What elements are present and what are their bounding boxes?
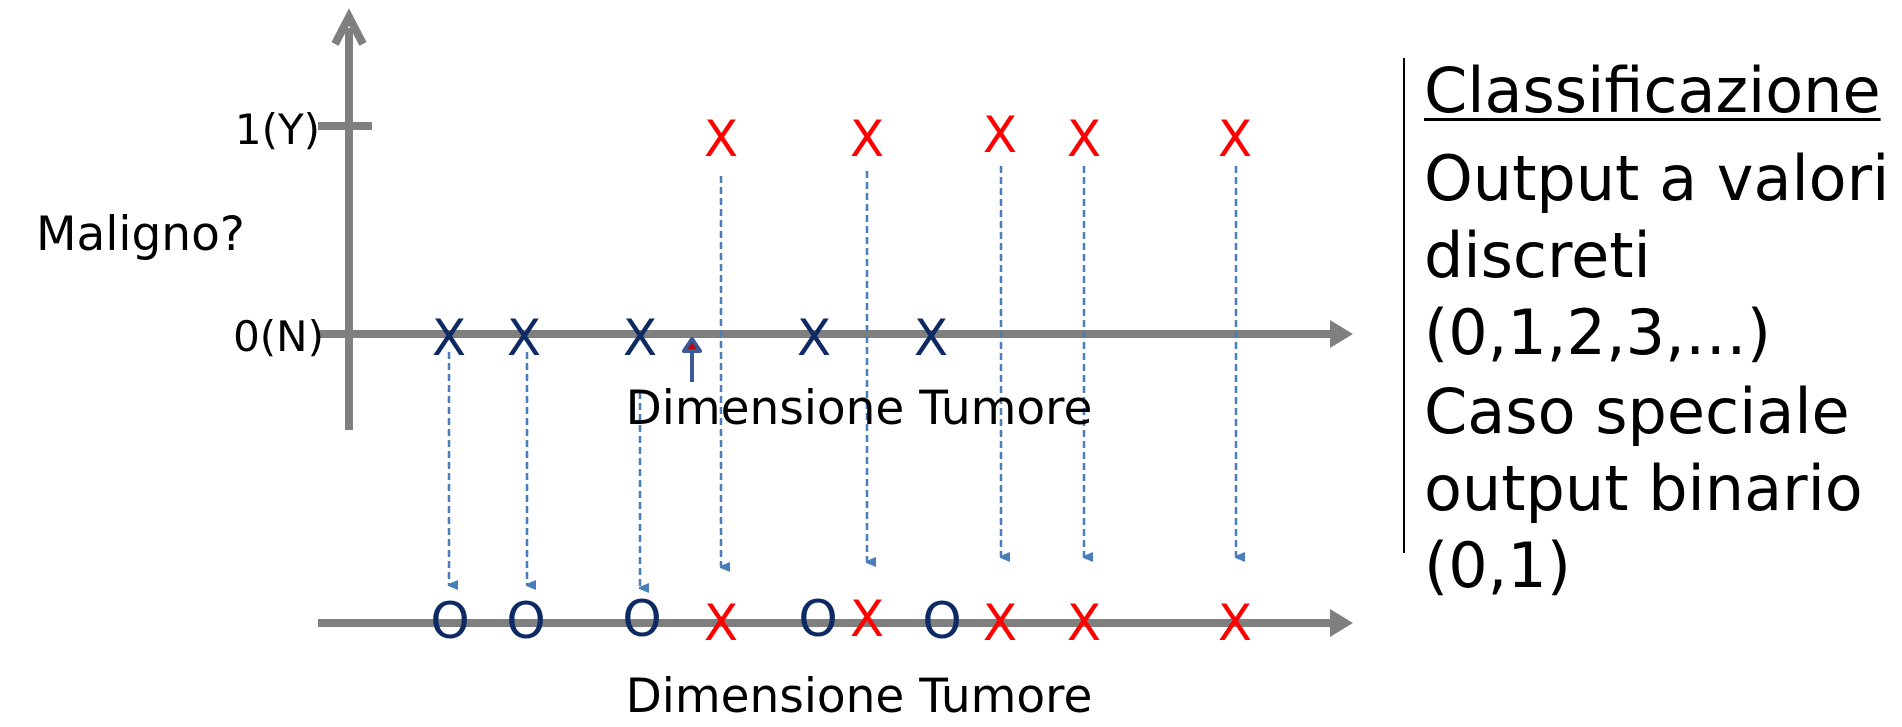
panel-title: Classificazione (1424, 54, 1881, 127)
benign-point: X (507, 309, 541, 367)
bottom-axis (318, 609, 1353, 637)
class-one-point: X (850, 590, 884, 648)
classification-panel: Classificazione Output a valori discreti… (1403, 54, 1898, 602)
class-one-point: X (1067, 594, 1101, 652)
classification-diagram: Maligno? 1(Y) 0(N) X X X X X X X X X X D… (36, 8, 1353, 724)
benign-point: X (914, 309, 948, 367)
x-axis-bottom-arrowhead (1330, 609, 1353, 637)
x-axis-label-bottom: Dimensione Tumore (626, 669, 1093, 724)
projection-arrows (447, 166, 1236, 588)
y-tick-label-top: 1(Y) (235, 105, 320, 154)
class-zero-point: O (622, 590, 661, 648)
malignant-point: X (983, 106, 1017, 164)
benign-point: X (797, 309, 831, 367)
x-axis-label-top: Dimensione Tumore (626, 381, 1093, 436)
class-one-point: X (1218, 594, 1252, 652)
malignant-points: X X X X X (704, 106, 1252, 168)
panel-item-discrete-output: Output a valori discreti (0,1,2,3,…) (1424, 142, 1890, 369)
threshold-arrow (682, 337, 702, 382)
class-zero-point: O (798, 590, 837, 648)
y-tick-label-zero: 0(N) (233, 312, 324, 361)
class-zero-point: O (506, 592, 545, 650)
class-zero-point: O (430, 592, 469, 650)
class-one-point: X (983, 594, 1017, 652)
malignant-point: X (1218, 110, 1252, 168)
benign-point: X (623, 309, 657, 367)
malignant-point: X (1067, 110, 1101, 168)
malignant-point: X (850, 110, 884, 168)
y-axis-arrowhead (331, 8, 367, 46)
x-axis-top-arrowhead (1330, 320, 1353, 348)
class-one-point: X (704, 594, 738, 652)
top-axes (318, 8, 1353, 430)
y-axis-label: Maligno? (36, 207, 245, 262)
benign-points: X X X X X (432, 309, 948, 367)
panel-item-binary-output: Caso speciale output binario (0,1) (1424, 375, 1863, 602)
class-zero-point: O (922, 592, 961, 650)
malignant-point: X (704, 110, 738, 168)
bottom-points: O O O X O X O X X X (430, 590, 1252, 652)
